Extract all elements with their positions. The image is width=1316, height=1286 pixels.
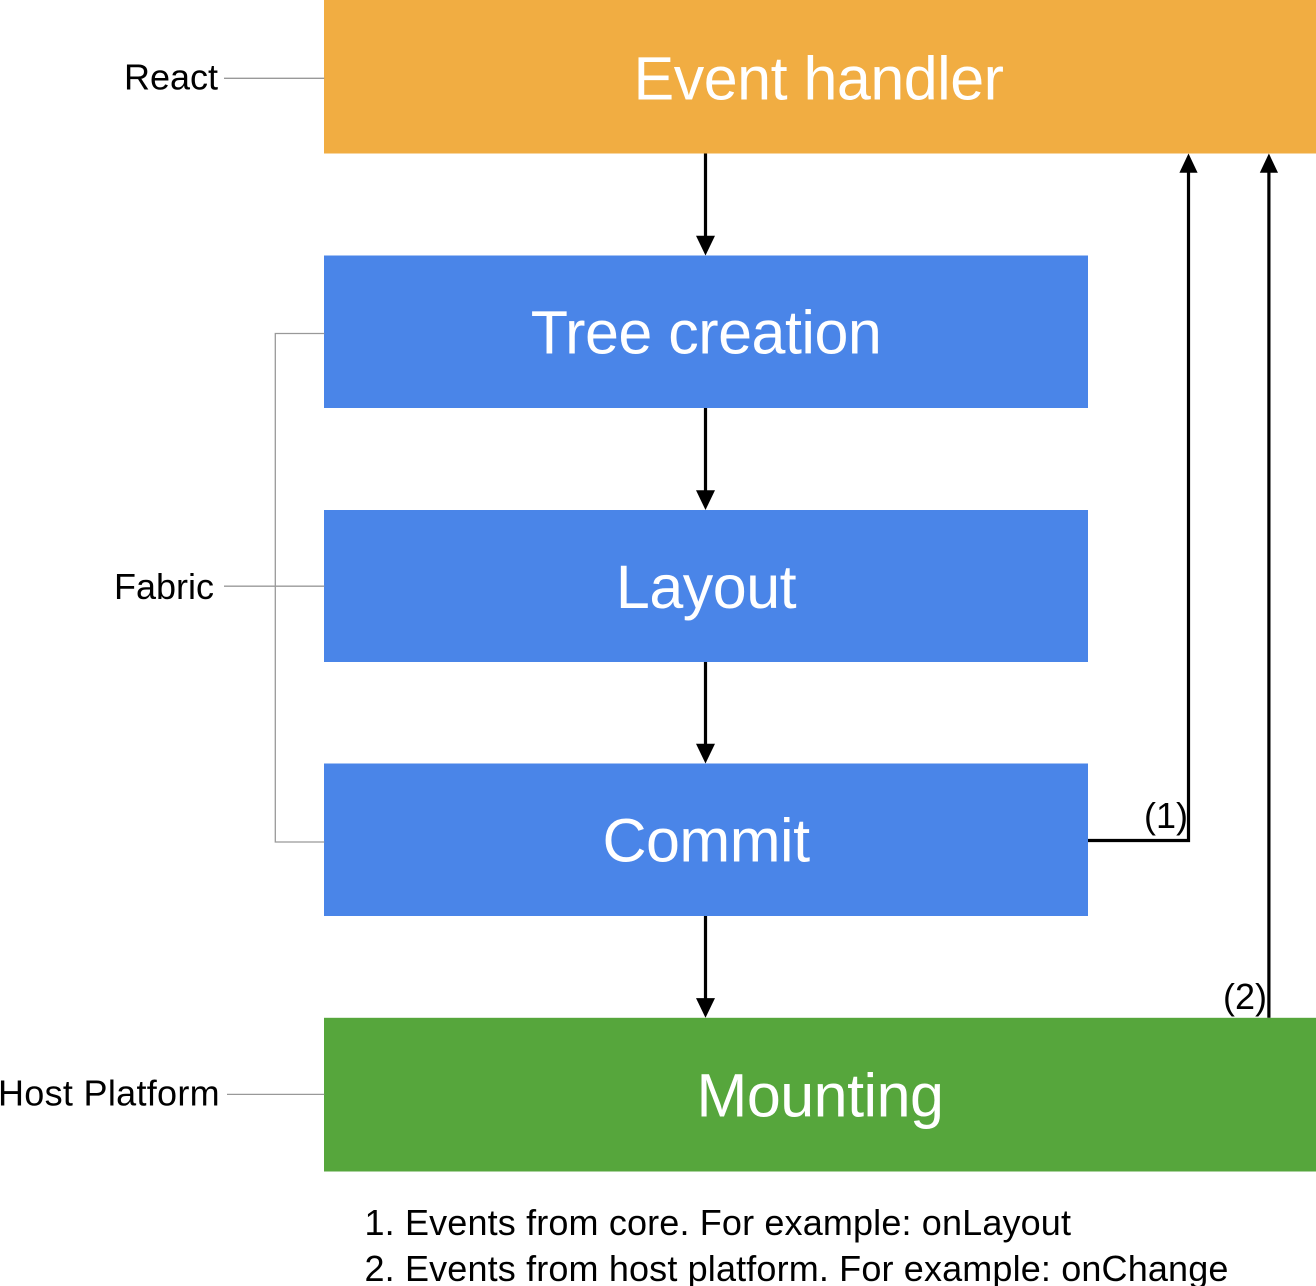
svg-text:Tree creation: Tree creation (531, 299, 882, 367)
svg-text:1. Events from core. For examp: 1. Events from core. For example: onLayo… (365, 1202, 1072, 1243)
svg-text:Mounting: Mounting (697, 1061, 944, 1129)
svg-text:Host Platform: Host Platform (0, 1073, 220, 1114)
svg-text:Layout: Layout (616, 553, 797, 621)
svg-text:Fabric: Fabric (114, 566, 214, 607)
svg-text:2. Events from host platform.: 2. Events from host platform. For exampl… (365, 1248, 1229, 1286)
svg-text:(1): (1) (1144, 795, 1188, 836)
svg-text:Event handler: Event handler (634, 45, 1004, 113)
svg-text:(2): (2) (1223, 976, 1267, 1017)
svg-text:Commit: Commit (602, 806, 810, 874)
svg-text:React: React (124, 57, 218, 98)
